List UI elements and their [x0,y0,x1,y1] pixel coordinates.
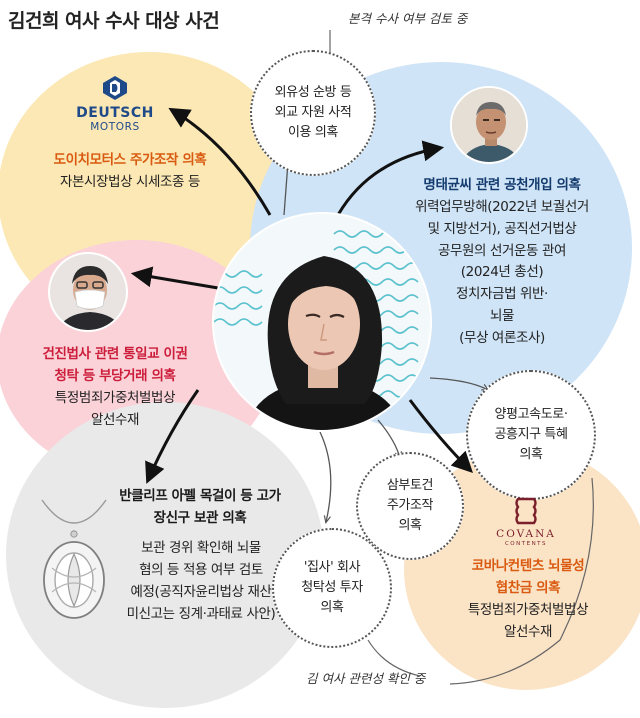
note-top: 본격 수사 여부 검토 중 [348,11,468,26]
covana-logo: COVANA CONTENTS [486,496,566,548]
covana-detail: 특정범죄가중처벌법상 [467,601,589,618]
myung-detail: 및 지방선거), 공직선거법상 [427,220,577,237]
necklace-detail: 혐의 등 적용 여부 검토 [139,561,263,578]
necklace-detail-block: 보관 경위 확인해 뇌물 혐의 등 적용 여부 검토 예정(공직자윤리법상 재산… [108,538,294,625]
highway-line: 의혹 [519,447,543,463]
myung-case: 명태균씨 관련 공천개입 의혹 위력업무방해(2022년 보궐선거 및 지방선거… [372,175,632,350]
deutsch-logo-mark-icon [103,76,127,100]
myung-detail: 정치자금법 위반· [456,286,548,303]
unification-case: 건진법사 관련 통일교 이권 청탁 등 부당거래 의혹 특정범죄가중처벌법상 알… [0,344,230,431]
necklace-icon [41,499,107,619]
necklace-heading-block: 반클리프 아펠 목걸이 등 고가 장신구 보관 의혹 [80,486,320,530]
necklace-detail: 미신고는 징계·과태료 사안) [126,605,276,622]
covana-heading: 코바나컨텐츠 뇌물성 [471,558,585,574]
covana-detail: 알선수재 [503,623,553,640]
deutsch-case: 도이치모터스 주가조작 의혹 자본시장법상 시세조종 등 [0,150,260,194]
diplomacy-line: 이용 의혹 [288,125,338,141]
necklace-detail: 보관 경위 확인해 뇌물 [141,540,261,556]
highway-line: 공흥지구 특혜 [494,426,568,442]
unification-heading: 청탁 등 부당거래 의혹 [54,367,176,384]
unification-detail: 알선수재 [90,411,140,428]
diplomacy-bubble: 외유성 순방 등 외교 자원 사적 이용 의혹 [250,50,376,176]
covana-logo-mark-icon [515,497,537,525]
arrow-to-deutsch [168,107,272,216]
deutsch-logo-line2: MOTORS [90,121,140,133]
deutsch-logo-line1: DEUTSCH [76,105,154,121]
connector-sambu [377,419,400,458]
page-title: 김건희 여사 수사 대상 사건 [8,10,220,32]
covana-heading: 협찬금 의혹 [495,579,561,596]
necklace-heading: 장신구 보관 의혹 [153,509,247,526]
unification-heading: 건진법사 관련 통일교 이권 [42,346,188,362]
myung-detail: 공무원의 선거운동 관여 [438,242,566,259]
highway-line: 양평고속도로· [494,406,568,422]
covana-logo-line2: CONTENTS [504,541,548,547]
butler-bubble: '집사' 회사 청탁성 투자 의혹 [272,528,392,648]
unification-detail: 특정범죄가중처벌법상 [54,389,176,406]
myung-heading: 명태균씨 관련 공천개입 의혹 [423,177,581,193]
sambu-line: 삼부토건 [386,477,434,493]
man-photo-icon [450,86,528,164]
connector-butler [319,431,332,522]
myung-detail: (무상 여론조사) [459,330,545,347]
arrow-to-necklace [145,389,200,484]
deutsch-detail: 자본시장법상 시세조종 등 [59,173,200,190]
arrow-to-covana [408,399,473,473]
deutsch-heading: 도이치모터스 주가조작 의혹 [53,152,207,168]
connector-highway [429,377,488,390]
butler-line: 의혹 [320,600,344,616]
butler-line: 청탁성 투자 [301,579,363,595]
highway-bubble: 양평고속도로· 공흥지구 특혜 의혹 [466,370,596,500]
necklace-detail: 예정(공직자윤리법상 재산 [130,583,272,600]
connector-note-bottom [367,639,421,677]
sambu-line: 주가조작 [386,497,434,513]
myung-detail: (2024년 총선) [460,264,544,281]
necklace-heading: 반클리프 아펠 목걸이 등 고가 [119,488,281,504]
diplomacy-line: 외유성 순방 등 [274,84,352,100]
myung-detail: 위력업무방해(2022년 보궐선거 [415,198,589,215]
diplomacy-line: 외교 자원 사적 [274,104,352,120]
deutsch-motors-logo: DEUTSCH MOTORS [60,74,170,138]
note-bottom: 김 여사 관련성 확인 중 [306,671,426,686]
center-portrait-icon [212,212,432,432]
arrow-to-myung [336,140,445,216]
myung-detail: 뇌물 [489,308,515,325]
arrow-to-unification [130,266,219,290]
masked-man-photo-icon [48,252,128,332]
sambu-line: 의혹 [398,518,422,534]
covana-case: 코바나컨텐츠 뇌물성 협찬금 의혹 특정범죄가중처벌법상 알선수재 [430,556,626,643]
connector-highway-down [449,477,594,685]
covana-logo-line1: COVANA [496,528,556,540]
sambu-bubble: 삼부토건 주가조작 의혹 [356,452,464,560]
butler-line: '집사' 회사 [303,559,361,575]
